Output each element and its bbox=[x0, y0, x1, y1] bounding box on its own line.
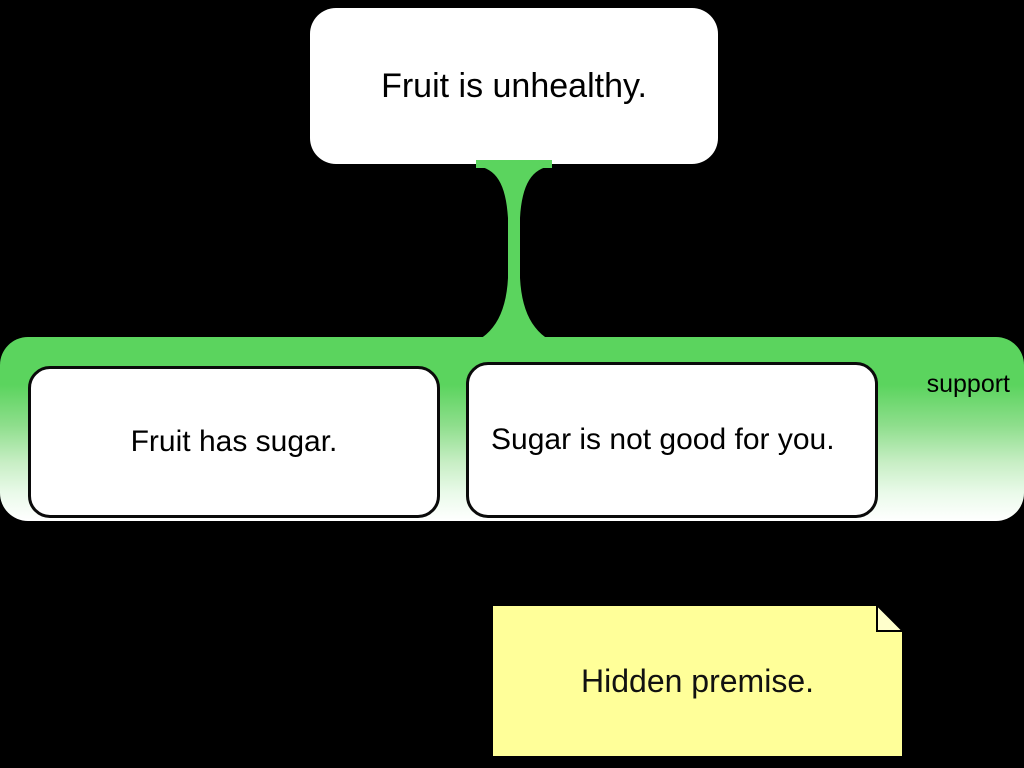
sticky-note-shape bbox=[492, 605, 903, 757]
hidden-premise-note-text: Hidden premise. bbox=[581, 662, 814, 699]
hidden-premise-note[interactable]: Hidden premise. bbox=[492, 605, 903, 757]
conclusion-to-support-connector bbox=[440, 160, 600, 360]
sticky-note-fold-corner-icon bbox=[876, 605, 903, 632]
conclusion-node[interactable]: Fruit is unhealthy. bbox=[310, 8, 718, 164]
funnel-connector-shape bbox=[440, 160, 600, 360]
conclusion-node-text: Fruit is unhealthy. bbox=[381, 66, 647, 105]
premise-node-1-text: Fruit has sugar. bbox=[130, 424, 338, 458]
relation-label-support: support bbox=[926, 370, 1010, 398]
premise-node-1[interactable]: Fruit has sugar. bbox=[28, 366, 440, 518]
premise-node-2[interactable]: Sugar is not good for you. bbox=[466, 362, 878, 518]
premise-node-2-text: Sugar is not good for you. bbox=[491, 422, 835, 456]
